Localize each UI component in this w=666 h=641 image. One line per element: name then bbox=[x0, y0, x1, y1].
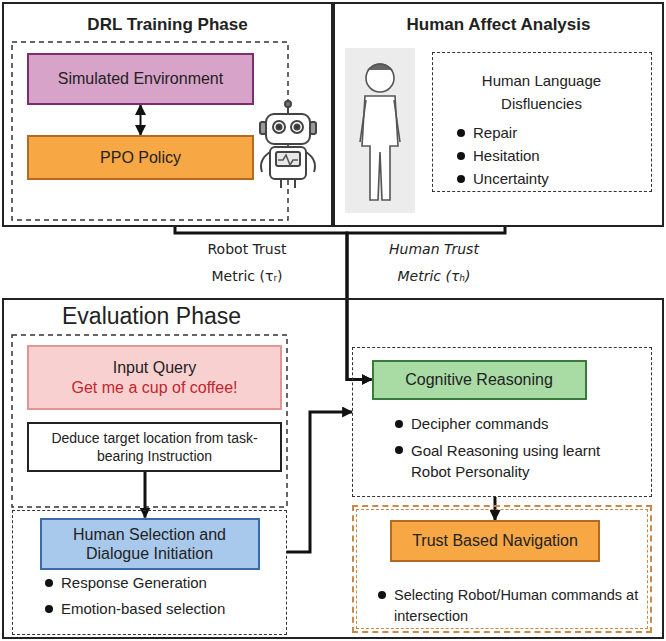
box-text: Get me a cup of coffee! bbox=[71, 378, 237, 398]
box-label: Deduce target location from task-bearing… bbox=[37, 429, 272, 465]
process-box: Trust Based Navigation bbox=[390, 520, 600, 562]
process-box: PPO Policy bbox=[27, 135, 254, 180]
bullet-text: Hesitation bbox=[455, 146, 635, 165]
box-label: Evaluation Phase bbox=[62, 302, 322, 331]
box-label: Simulated Environment bbox=[58, 69, 223, 89]
bullet-text: Repair bbox=[455, 123, 635, 142]
bullet-text: Response Generation bbox=[43, 573, 278, 592]
dashed-frame bbox=[12, 42, 288, 220]
box-label: Cognitive Reasoning bbox=[405, 370, 553, 390]
dashed-frame bbox=[12, 335, 287, 507]
box-label: Input Query bbox=[113, 358, 197, 378]
phase-panel: Human Affect AnalysisHuman Language Disf… bbox=[333, 2, 664, 227]
query-box: Input QueryGet me a cup of coffee! bbox=[27, 345, 282, 410]
bullet-text: Uncertainty bbox=[455, 169, 635, 188]
dashed-group: Decipher commandsGoal Reasoning using le… bbox=[352, 347, 652, 497]
bullet-text: Emotion-based selection bbox=[43, 599, 278, 618]
connector-arrow bbox=[494, 497, 497, 520]
box-label: DRL Training Phase bbox=[4, 14, 331, 35]
box-label: Human Selection and Dialogue Initiation bbox=[50, 525, 250, 563]
connector-arrow bbox=[347, 227, 505, 380]
bullet-text: Selecting Robot/Human commands at inters… bbox=[376, 585, 644, 627]
process-box: Cognitive Reasoning bbox=[372, 360, 587, 400]
phase-panel: Evaluation PhaseInput QueryGet me a cup … bbox=[2, 298, 664, 639]
box-label: Trust Based Navigation bbox=[412, 531, 578, 551]
process-box: Human Selection and Dialogue Initiation bbox=[40, 518, 260, 570]
person-illustration bbox=[345, 48, 415, 213]
double-dashed-group: Selecting Robot/Human commands at inters… bbox=[352, 505, 652, 633]
process-box: Deduce target location from task-bearing… bbox=[27, 422, 282, 472]
connector-arrow bbox=[287, 412, 352, 552]
metric-label: Robot Trust Metric (τᵣ) bbox=[192, 236, 302, 290]
box-label: Human Language Disfluencies bbox=[453, 69, 630, 115]
robot-icon bbox=[260, 101, 316, 188]
phase-panel: DRL Training PhaseSimulated EnvironmentP… bbox=[2, 2, 333, 227]
box-label: Human Affect Analysis bbox=[335, 14, 662, 35]
process-box: Simulated Environment bbox=[27, 53, 254, 105]
bullet-text: Decipher commands bbox=[393, 414, 638, 433]
box-label: PPO Policy bbox=[100, 148, 181, 168]
metric-label: Human Trust Metric (τₕ) bbox=[378, 236, 490, 290]
bullet-text: Goal Reasoning using learnt Robot Person… bbox=[393, 440, 638, 482]
dashed-group: Response GenerationEmotion-based selecti… bbox=[12, 510, 287, 635]
connector-arrow bbox=[140, 105, 142, 135]
dashed-group: Human Language DisfluenciesRepairHesitat… bbox=[432, 52, 652, 192]
